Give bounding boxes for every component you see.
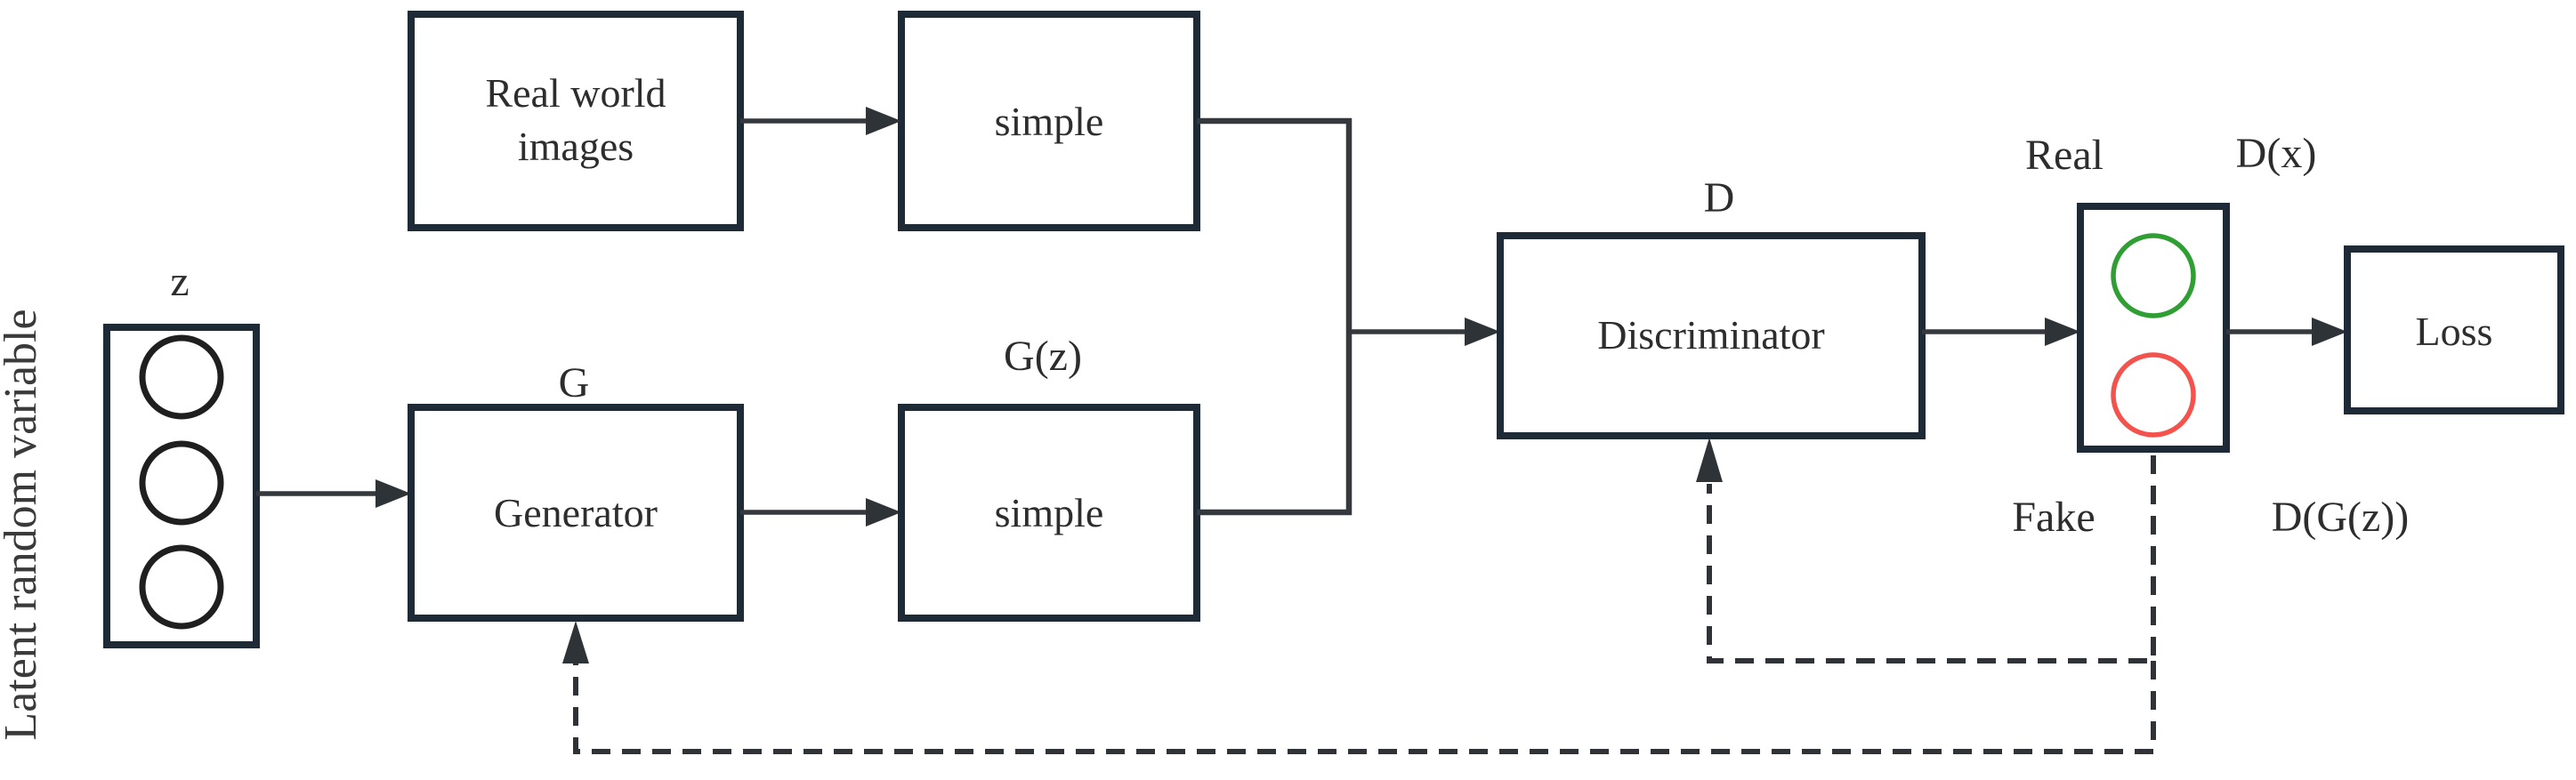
arrow-realworld-to-simple [740, 107, 901, 135]
discriminator-box [1497, 232, 1926, 439]
latent-random-variable-label: Latent random variable [0, 309, 46, 740]
d-of-g-of-z-label: D(G(z)) [2272, 494, 2410, 541]
output-box [2077, 203, 2230, 453]
arrow-realworld-to-simple-head [866, 107, 901, 135]
arrow-merge-to-discriminator [1349, 318, 1500, 346]
generator-label: Generator [494, 490, 658, 535]
arrow-output-to-loss [2226, 318, 2347, 346]
feedback-dashed-line-discriminator [1696, 438, 2156, 663]
real-world-images-label-line2: images [518, 124, 634, 169]
feedback-generator-path [573, 661, 2156, 754]
feedback-dashed-line-generator [562, 621, 2156, 754]
latent-node-circle-2 [139, 440, 224, 526]
arrow-z-to-generator [256, 479, 411, 508]
simple-top-box [898, 11, 1200, 231]
feedback-arrowhead-generator [562, 621, 589, 663]
real-world-images-box [408, 11, 744, 231]
real-output-circle [2111, 233, 2196, 318]
arrow-generator-to-simple [740, 498, 901, 527]
loss-box [2344, 245, 2564, 414]
g-tag-label: G [559, 359, 590, 406]
latent-node-circle-3 [139, 544, 224, 630]
simple-bottom-box [898, 404, 1200, 622]
arrow-discriminator-to-output-head [2045, 318, 2080, 346]
arrow-generator-to-simple-head [866, 498, 901, 527]
latent-z-box [103, 324, 260, 648]
merge-connector [1197, 117, 1353, 516]
simple-top-label: simple [995, 99, 1104, 144]
loss-label: Loss [2416, 309, 2493, 354]
arrow-output-to-loss-head [2312, 318, 2347, 346]
fake-output-circle [2111, 352, 2196, 438]
arrow-discriminator-to-output [1922, 318, 2080, 346]
d-tag-label: D [1704, 174, 1735, 221]
feedback-arrowhead-discriminator [1696, 438, 1723, 482]
simple-bottom-label: simple [995, 490, 1104, 535]
real-world-images-label-line1: Real world [485, 70, 666, 116]
feedback-discriminator-path [1707, 455, 2156, 663]
fake-label: Fake [2012, 494, 2095, 541]
arrow-z-to-generator-head [375, 479, 411, 508]
g-of-z-tag-label: G(z) [1004, 333, 1082, 380]
real-label: Real [2025, 132, 2104, 179]
z-tag-label: z [170, 258, 189, 305]
latent-node-circle-1 [139, 334, 224, 420]
d-of-x-label: D(x) [2236, 130, 2317, 177]
arrow-merge-to-discriminator-head [1465, 318, 1500, 346]
discriminator-label: Discriminator [1597, 312, 1825, 358]
